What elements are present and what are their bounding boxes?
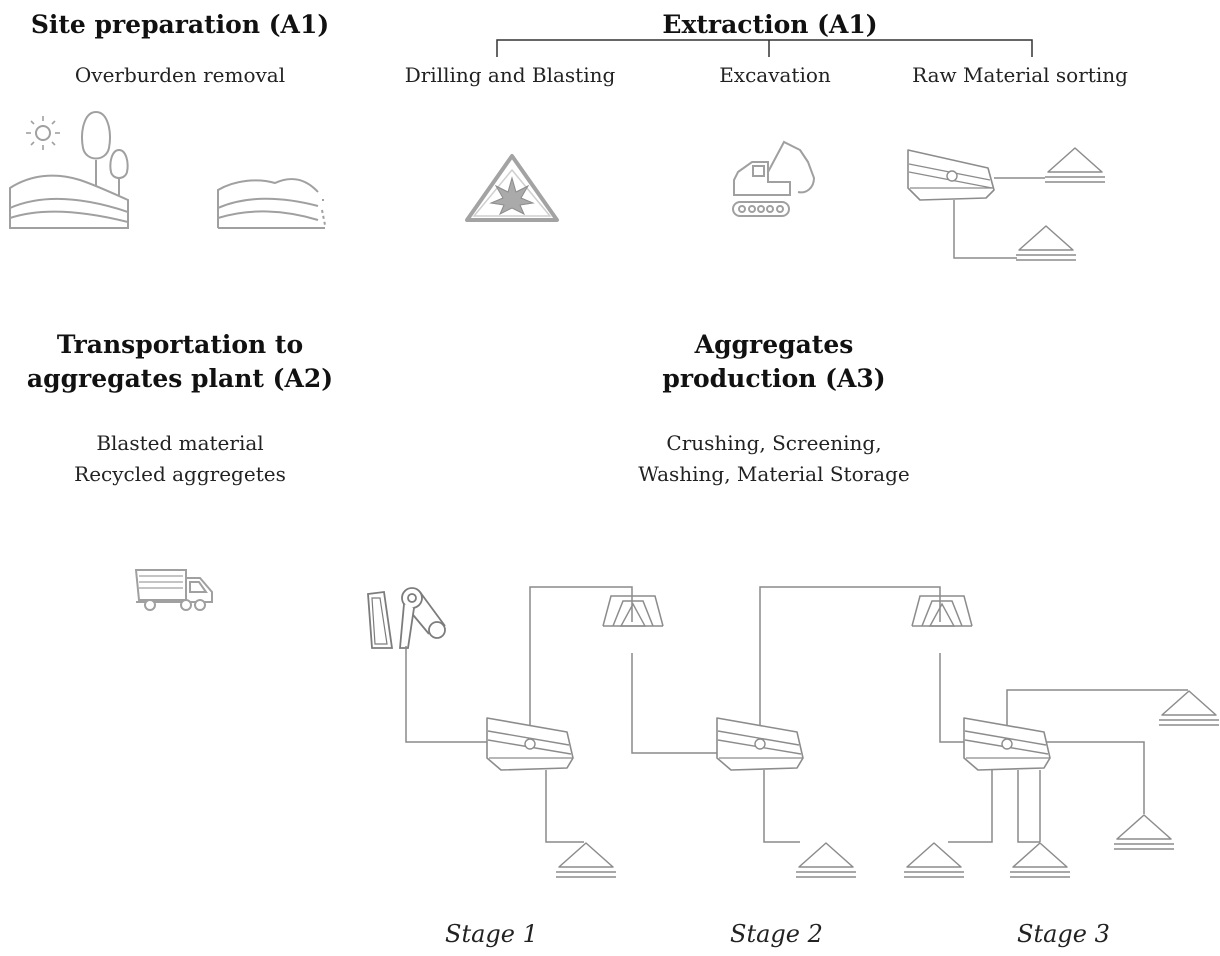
site-preparation-subtitle: Overburden removal [74, 63, 286, 87]
stockpile-icon [555, 842, 617, 878]
production-sub-line1: Crushing, Screening, [666, 431, 882, 455]
stockpile-icon [1009, 842, 1071, 878]
extraction-step-sorting: Raw Material sorting [912, 63, 1128, 87]
extraction-title: Extraction (A1) [662, 10, 878, 39]
stockpile-icon [1158, 690, 1220, 726]
stage-3-flow [948, 689, 1188, 843]
stockpile-icon [795, 842, 857, 878]
stockpile-icon [1113, 814, 1175, 850]
screen-icon [486, 717, 574, 771]
extraction-step-excavation: Excavation [719, 63, 831, 87]
stockpile-icon [1044, 147, 1106, 183]
production-title-line1: Aggregates [694, 330, 854, 359]
production-sub-line2: Washing, Material Storage [638, 462, 910, 486]
cone-crusher-icon [602, 595, 664, 627]
transportation-title-line2: aggregates plant (A2) [26, 364, 334, 393]
screen-icon [963, 717, 1051, 771]
extraction-step-drilling: Drilling and Blasting [404, 63, 616, 87]
dump-truck-icon [134, 569, 213, 611]
cone-crusher-icon [911, 595, 973, 627]
transportation-sub-line1: Blasted material [96, 431, 264, 455]
stockpile-icon [1015, 225, 1077, 261]
transportation-title-line1: Transportation to [56, 330, 304, 359]
excavator-icon [732, 140, 816, 217]
extraction-bracket [496, 39, 1033, 57]
stage-2-label: Stage 2 [730, 920, 823, 948]
stage-1-label: Stage 1 [445, 920, 538, 948]
raw-sorting-screen-icon [907, 149, 1045, 259]
stage-2-flow [759, 586, 968, 843]
overburden-icon [217, 178, 326, 229]
stage-1-flow [405, 586, 718, 843]
jaw-crusher-icon [367, 587, 446, 649]
transportation-sub-line2: Recycled aggregetes [74, 462, 286, 486]
stockpile-icon [903, 842, 965, 878]
blasting-warning-icon [465, 154, 559, 222]
site-preparation-title: Site preparation (A1) [30, 10, 330, 39]
screen-icon [716, 717, 804, 771]
landscape-icon [9, 110, 129, 229]
production-title-line2: production (A3) [662, 364, 886, 393]
stage-3-label: Stage 3 [1017, 920, 1110, 948]
